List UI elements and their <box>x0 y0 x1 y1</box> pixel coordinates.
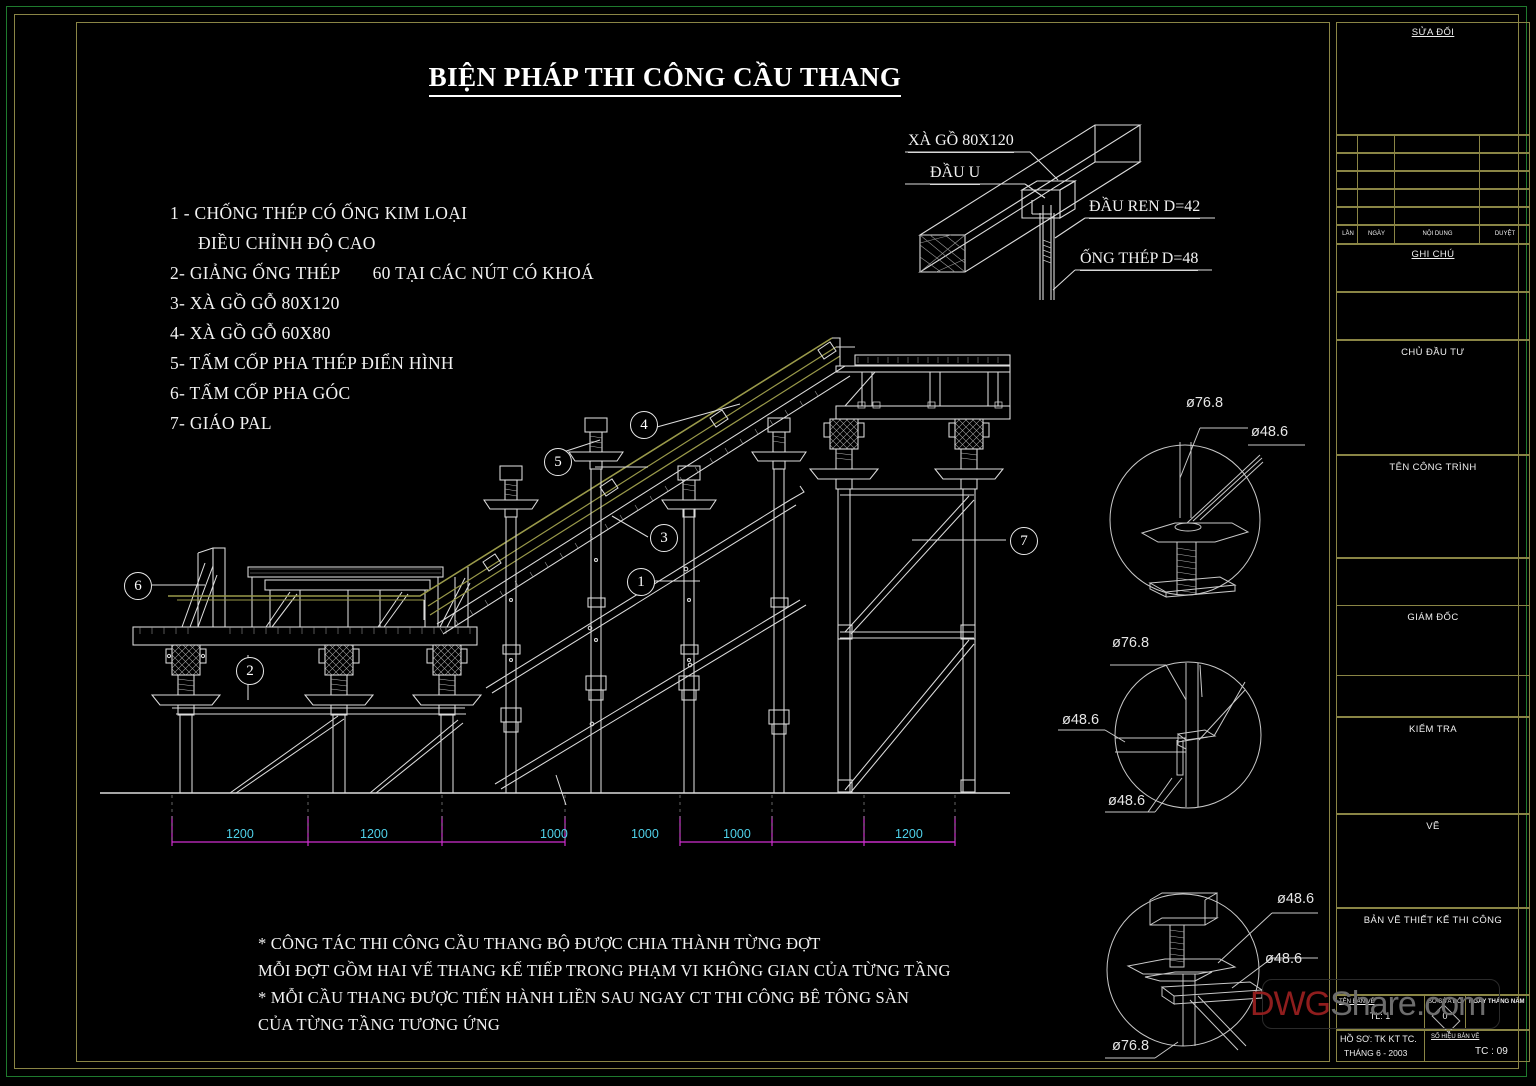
revision-row[interactable] <box>1336 189 1530 207</box>
detail-circle-2-drawing <box>1058 661 1262 813</box>
callout-bubble-6[interactable]: 6 <box>124 572 152 600</box>
diameter-label-486-2: ø48.6 <box>1062 712 1100 728</box>
file-label: HỒ SƠ: TK KT TC. <box>1340 1034 1417 1044</box>
section-label-ten-cong-trinh: TÊN CÔNG TRÌNH <box>1389 462 1477 473</box>
diameter-label-486-5: ø48.6 <box>1265 951 1303 967</box>
legend-item: 1 - CHỐNG THÉP CÓ ỐNG KIM LOẠI <box>170 203 468 223</box>
note-line: MỖI ĐỢT GỒM HAI VẾ THANG KẾ TIẾP TRONG P… <box>258 961 951 980</box>
title-block: SỬA ĐỔI LẦN NGÀY NỘI DUNG DUYỆT GHI CHÚ … <box>1336 22 1530 1062</box>
section-ban-ve-thiet-ke[interactable]: BẢN VẼ THIẾT KẾ THI CÔNG <box>1336 908 1530 995</box>
note-header-cell: GHI CHÚ <box>1336 244 1530 292</box>
scale-value: TL: 1 <box>1369 1011 1391 1021</box>
callout-bubble-4[interactable]: 4 <box>630 411 658 439</box>
watermark-share: Share.com <box>1330 985 1486 1023</box>
page-title: BIỆN PHÁP THI CÔNG CẦU THANG <box>0 62 1330 97</box>
section-kiem-tra[interactable]: KIỂM TRA <box>1336 717 1530 814</box>
main-section-drawing <box>100 337 1011 846</box>
sheet-caption: SỐ HIỆU BẢN VẼ <box>1431 1034 1480 1040</box>
legend-item: 5- TẤM CỐP PHA THÉP ĐIỂN HÌNH <box>170 353 454 373</box>
note-line: * MỖI CẦU THANG ĐƯỢC TIẾN HÀNH LIỀN SAU … <box>258 988 910 1007</box>
revision-row[interactable] <box>1336 153 1530 171</box>
legend-item: 3- XÀ GỒ GỖ 80X120 <box>170 293 340 313</box>
detail-circle-3-drawing <box>1105 892 1318 1059</box>
label-ong-thep-d48: ỐNG THÉP D=48 <box>1080 250 1199 271</box>
dimension-text: 1200 <box>360 827 388 841</box>
diameter-label-767-3: ø76.8 <box>1112 1038 1150 1054</box>
scale-row-divider <box>1465 995 1466 1030</box>
note-line: CỦA TỪNG TẦNG TƯƠNG ỨNG <box>258 1015 500 1034</box>
revision-col-divider <box>1394 135 1395 243</box>
inner-border <box>14 14 1519 1069</box>
legend-item: 7- GIÁO PAL <box>170 413 272 433</box>
dimension-text: 1000 <box>723 827 751 841</box>
label-dau-u: ĐẦU U <box>930 164 981 185</box>
dimension-text: 1000 <box>631 827 659 841</box>
diameter-label-767-2: ø76.8 <box>1112 635 1150 651</box>
section-label-kiem-tra: KIỂM TRA <box>1409 724 1457 735</box>
revision-header-cell: SỬA ĐỔI <box>1336 22 1530 135</box>
legend-item: 6- TẤM CỐP PHA GÓC <box>170 383 351 403</box>
sheet-value: TC : 09 <box>1475 1046 1508 1057</box>
section-label-ban-ve-thiet-ke: BẢN VẼ THIẾT KẾ THI CÔNG <box>1363 915 1503 926</box>
page-title-text: BIỆN PHÁP THI CÔNG CẦU THANG <box>428 62 902 97</box>
drawing-frame <box>76 22 1330 1062</box>
detail-circle-1-drawing <box>1109 427 1305 598</box>
callout-bubble-2[interactable]: 2 <box>236 657 264 685</box>
callout-bubble-3[interactable]: 3 <box>650 524 678 552</box>
note-header-label: GHI CHÚ <box>1411 249 1455 260</box>
revision-row[interactable] <box>1336 171 1530 189</box>
legend-item: 2- GIẢNG ỐNG THÉP 60 TẠI CÁC NÚT CÓ KHOÁ <box>170 263 594 283</box>
revision-row[interactable] <box>1336 135 1530 153</box>
callout-bubble-7[interactable]: 7 <box>1010 527 1038 555</box>
label-dau-ren-d42: ĐẦU REN D=42 <box>1089 198 1201 219</box>
legend-item: ĐIỀU CHỈNH ĐỘ CAO <box>170 233 376 253</box>
section-ten-cong-trinh[interactable]: TÊN CÔNG TRÌNH <box>1336 455 1530 558</box>
file-sheet-row <box>1336 1030 1530 1062</box>
label-xa-go-80x120: XÀ GỒ 80X120 <box>908 132 1014 153</box>
legend-item: 4- XÀ GỒ GỖ 60X80 <box>170 323 331 343</box>
section-giam-doc[interactable]: GIÁM ĐỐC <box>1336 605 1530 717</box>
beam-detail-drawing <box>905 124 1215 300</box>
section-ve[interactable]: VẼ <box>1336 814 1530 908</box>
file-sheet-divider <box>1424 1030 1425 1062</box>
legend-list: 1 - CHỐNG THÉP CÓ ỐNG KIM LOẠI ĐIỀU CHỈN… <box>170 198 594 438</box>
watermark-dwg: DWG <box>1250 985 1331 1023</box>
scale-row-divider <box>1424 995 1425 1030</box>
outer-border <box>6 6 1527 1077</box>
dimension-text: 1200 <box>895 827 923 841</box>
revision-col-lan: LẦN <box>1342 231 1354 237</box>
diameter-label-486-3: ø48.6 <box>1108 793 1146 809</box>
watermark-box <box>1262 979 1500 1029</box>
callout-bubble-1[interactable]: 1 <box>627 568 655 596</box>
revision-col-divider <box>1479 135 1480 243</box>
watermark: DWGShare.com <box>1250 985 1487 1024</box>
diameter-label-486: ø48.6 <box>1251 424 1289 440</box>
dimension-text: 1200 <box>226 827 254 841</box>
revision-columns-row <box>1336 225 1530 244</box>
note-line: * CÔNG TÁC THI CÔNG CẦU THANG BỘ ĐƯỢC CH… <box>258 934 821 953</box>
diameter-label-486-4: ø48.6 <box>1277 891 1315 907</box>
revision-col-duyet: DUYỆT <box>1494 231 1516 237</box>
section-label-ve: VẼ <box>1426 821 1440 832</box>
note-body-cell[interactable] <box>1336 292 1530 340</box>
dimension-run-right <box>840 841 955 843</box>
revision-col-noidung: NỘI DUNG <box>1422 231 1453 237</box>
file-date: THÁNG 6 - 2003 <box>1344 1048 1408 1058</box>
revision-col-ngay: NGÀY <box>1367 231 1385 237</box>
dimension-text: 1000 <box>540 827 568 841</box>
revision-row[interactable] <box>1336 207 1530 225</box>
scale-caption: TÊN BẢN VẼ <box>1339 999 1375 1005</box>
revision-header-label: SỬA ĐỔI <box>1411 27 1455 38</box>
section-chu-dau-tu[interactable]: CHỦ ĐẦU TƯ <box>1336 340 1530 455</box>
callout-bubble-5[interactable]: 5 <box>544 448 572 476</box>
revision-small-caption: SỐ SỬA ĐỔI <box>1428 999 1464 1005</box>
diameter-label-767: ø76.8 <box>1186 395 1224 411</box>
notes-block: * CÔNG TÁC THI CÔNG CẦU THANG BỘ ĐƯỢC CH… <box>258 930 951 1038</box>
date-caption: NGÀY THÁNG NĂM <box>1469 999 1525 1005</box>
revision-col-divider <box>1357 135 1358 243</box>
section-label-giam-doc: GIÁM ĐỐC <box>1407 612 1459 623</box>
revision-value: 0 <box>1442 1011 1448 1021</box>
section-label-chu-dau-tu: CHỦ ĐẦU TƯ <box>1401 347 1465 358</box>
scale-row <box>1336 995 1530 1030</box>
